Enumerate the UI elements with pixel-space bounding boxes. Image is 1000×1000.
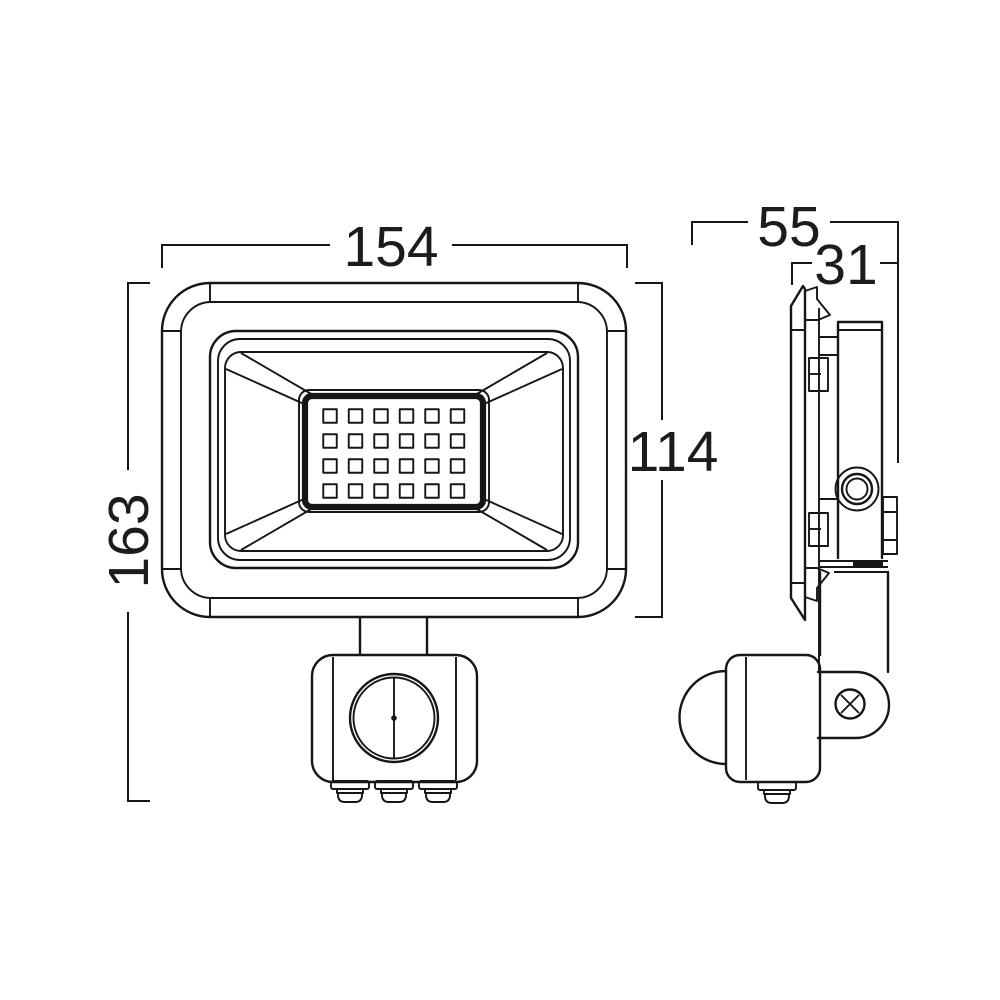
led-chip	[373, 408, 389, 424]
dim-front-width: 154	[161, 215, 628, 279]
sensor-box	[310, 653, 479, 784]
phillips-screw-icon	[834, 688, 866, 720]
knuckle-block-seams	[883, 511, 897, 541]
sensor-knob-center	[391, 715, 397, 721]
front-plate-seams	[791, 329, 805, 584]
sensor-knob-outer	[348, 672, 440, 764]
side-view	[678, 284, 898, 804]
cable-gland	[418, 780, 458, 803]
dim-front-body-height-label: 114	[628, 420, 719, 484]
corner-seam	[162, 283, 626, 617]
sensor-box-seams	[332, 657, 457, 780]
sensor-neck	[358, 615, 429, 657]
bezel-inner	[224, 351, 564, 552]
dim-front-body-height: 114	[628, 282, 719, 618]
dim-line	[791, 262, 898, 285]
dim-line	[127, 282, 150, 802]
front-cable-glands	[330, 780, 458, 803]
led-chip	[398, 433, 415, 449]
knuckle-block	[882, 496, 898, 555]
led-chip	[373, 433, 389, 449]
led-chip	[449, 483, 466, 499]
dim-line	[635, 282, 663, 618]
side-cable-glands	[757, 781, 797, 804]
cable-gland	[757, 781, 797, 804]
led-panel-frame	[301, 392, 487, 511]
body-block	[836, 320, 884, 560]
led-chip	[449, 458, 466, 474]
dimension-annotations: 154 163 114 55 31	[97, 195, 899, 802]
led-chip	[347, 433, 364, 449]
sensor-housing-side	[724, 653, 822, 784]
top-hook	[804, 286, 831, 321]
led-chip	[449, 408, 466, 424]
bracket-knuckle	[816, 670, 891, 740]
led-chip	[322, 483, 338, 499]
front-plate	[789, 284, 807, 622]
bracket-arm	[818, 570, 890, 674]
led-chip	[449, 433, 466, 449]
dim-front-total-height-label: 163	[97, 493, 161, 588]
led-chip	[347, 408, 364, 424]
pir-dome	[678, 669, 728, 766]
led-panel-rim	[298, 389, 490, 513]
led-chip	[373, 458, 389, 474]
dim-line	[691, 221, 899, 463]
dim-side-total-depth: 55	[691, 195, 899, 463]
frame-back-line	[818, 308, 838, 672]
led-chip	[424, 433, 440, 449]
dim-line	[161, 244, 628, 268]
dim-front-total-height: 163	[97, 282, 161, 802]
front-view	[160, 281, 628, 803]
bottom-hook	[804, 567, 830, 602]
led-chip	[373, 483, 389, 499]
cable-gland	[374, 780, 414, 803]
pivot-screw-outer	[840, 472, 874, 506]
dim-side-total-depth-label: 55	[757, 195, 820, 259]
dim-side-body-depth-label: 31	[814, 233, 877, 297]
housing-inner-line	[180, 301, 608, 599]
reflector-facets	[225, 352, 563, 551]
led-chip	[347, 458, 364, 474]
cable-gland	[330, 780, 370, 803]
led-chip	[322, 433, 338, 449]
led-chip	[398, 408, 415, 424]
dim-side-body-depth: 31	[791, 233, 898, 297]
pivot-boss	[834, 466, 880, 512]
led-chip	[347, 483, 364, 499]
bezel-mid	[217, 338, 571, 561]
dim-front-width-label: 154	[343, 215, 438, 279]
led-chip	[398, 483, 415, 499]
phillips-cross-icon	[840, 694, 860, 714]
led-chip	[424, 408, 440, 424]
bezel-outer	[208, 329, 580, 570]
housing-outline	[160, 281, 628, 619]
led-chip	[398, 458, 415, 474]
led-chip	[424, 483, 440, 499]
led-chip	[322, 408, 338, 424]
pivot-screw-inner	[845, 477, 869, 501]
led-grid	[322, 408, 466, 499]
led-chip	[424, 458, 440, 474]
led-chip	[322, 458, 338, 474]
